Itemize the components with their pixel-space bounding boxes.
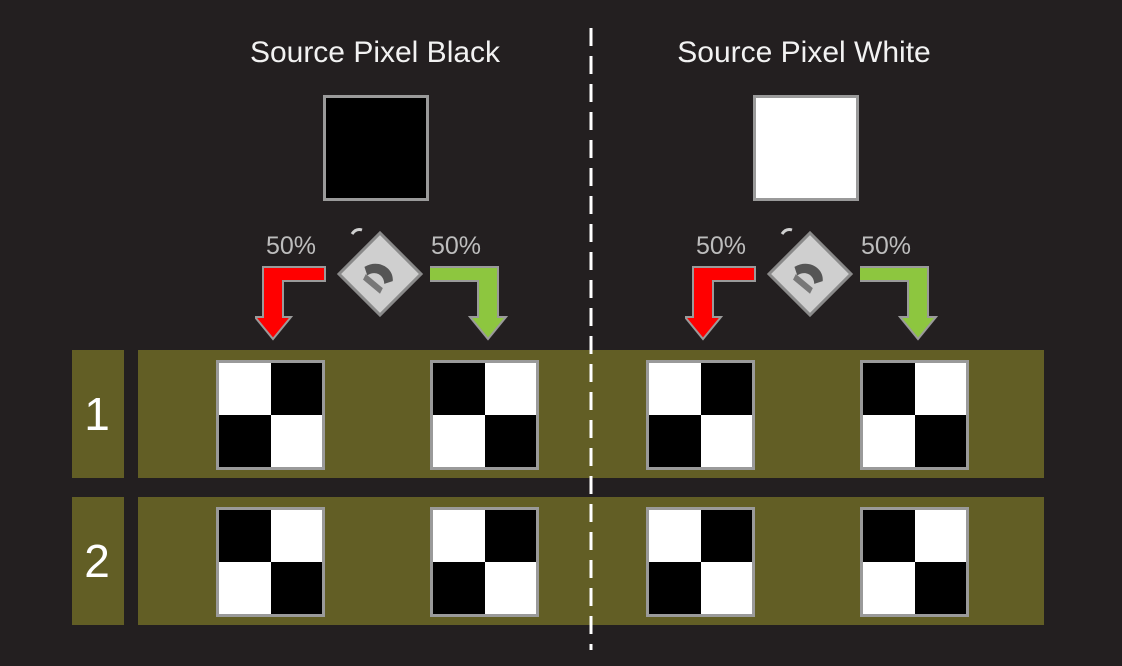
source-title-black: Source Pixel Black [249, 36, 501, 69]
left-probability-black: 50% [266, 232, 317, 260]
share-subpixel [433, 415, 485, 467]
share-subpixel [219, 415, 271, 467]
coin-flip-icon [766, 228, 854, 318]
share-subpixel [914, 510, 966, 562]
share-subpixel [270, 363, 322, 415]
share-pattern [216, 507, 325, 617]
share-subpixel [484, 510, 536, 562]
source-pixel-white [753, 95, 859, 201]
share-subpixel [863, 363, 915, 415]
share-subpixel [914, 415, 966, 467]
source-pixel-black [323, 95, 429, 201]
share-subpixel [433, 510, 485, 562]
share-subpixel [219, 363, 271, 415]
share-pattern [646, 360, 755, 470]
share-subpixel [649, 510, 701, 562]
share-subpixel [270, 415, 322, 467]
share-subpixel [484, 363, 536, 415]
share-subpixel [219, 562, 271, 614]
share-subpixel [270, 510, 322, 562]
row-label: 2 [84, 535, 110, 587]
share-pattern [430, 360, 539, 470]
row-label: 1 [84, 388, 110, 440]
share-subpixel [863, 415, 915, 467]
row-label-band: 2 [72, 497, 124, 625]
share-subpixel [700, 363, 752, 415]
share-subpixel [914, 562, 966, 614]
share-subpixel [863, 510, 915, 562]
share-subpixel [914, 363, 966, 415]
right-probability-black: 50% [431, 232, 482, 260]
coin-flip-icon [336, 228, 424, 318]
red-arrow-icon [685, 266, 756, 341]
share-pattern [430, 507, 539, 617]
right-probability-white: 50% [861, 232, 912, 260]
share-subpixel [863, 562, 915, 614]
share-subpixel [270, 562, 322, 614]
share-subpixel [219, 510, 271, 562]
share-subpixel [700, 415, 752, 467]
share-pattern [646, 507, 755, 617]
row-label-band: 1 [72, 350, 124, 478]
share-pattern [216, 360, 325, 470]
red-arrow-icon [255, 266, 326, 341]
share-subpixel [649, 562, 701, 614]
share-subpixel [649, 363, 701, 415]
share-pattern [860, 360, 969, 470]
center-divider-overlay [589, 28, 593, 650]
share-pattern [860, 507, 969, 617]
share-subpixel [433, 363, 485, 415]
left-probability-white: 50% [696, 232, 747, 260]
green-arrow-icon [430, 266, 509, 341]
share-subpixel [700, 510, 752, 562]
share-subpixel [484, 562, 536, 614]
source-title-white: Source Pixel White [677, 36, 931, 69]
share-subpixel [433, 562, 485, 614]
share-subpixel [484, 415, 536, 467]
share-subpixel [649, 415, 701, 467]
green-arrow-icon [860, 266, 939, 341]
share-subpixel [700, 562, 752, 614]
